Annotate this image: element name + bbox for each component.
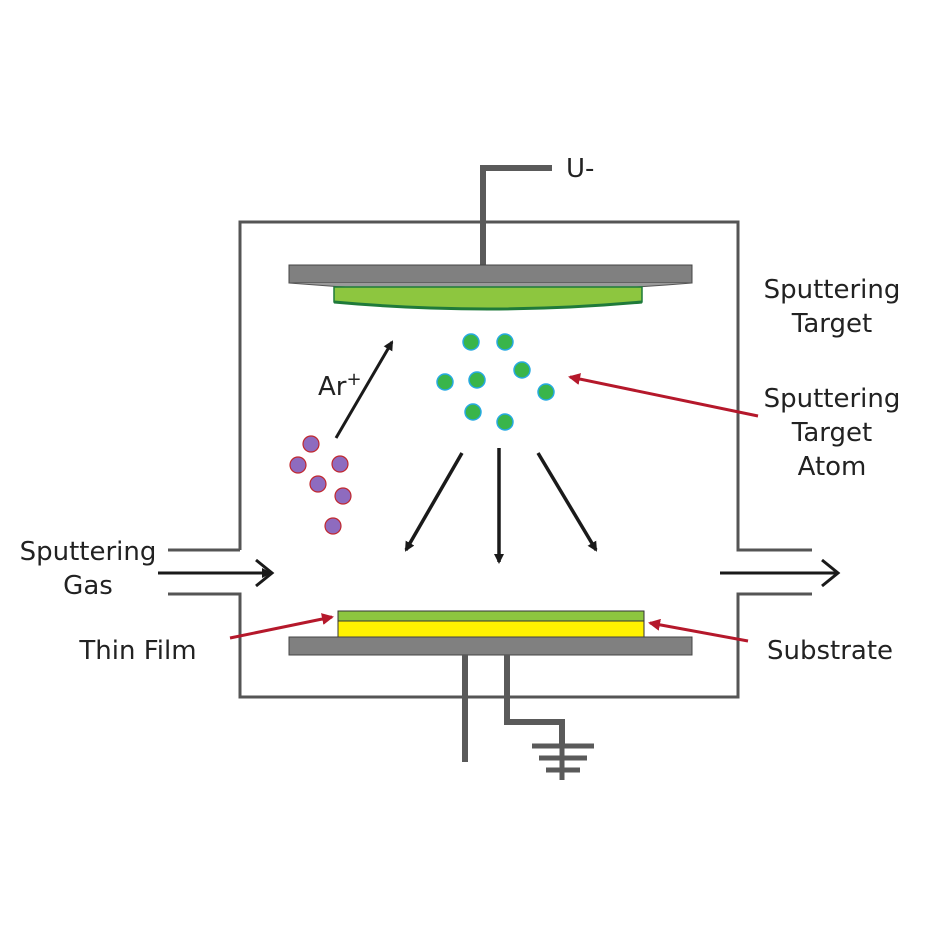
argon-ion: [324, 517, 342, 535]
anode-plate: [288, 636, 693, 656]
deposition-arrow-right: [536, 452, 598, 552]
target-atom: [464, 403, 482, 421]
sputtering-gas-label-line2: Gas: [63, 571, 113, 601]
sputtering-target-label-line1: Sputtering: [764, 275, 901, 305]
sputtering-target-edge: [333, 300, 643, 311]
target-atom-label-line1: Sputtering: [764, 384, 901, 414]
target-atom-label-line2: Target: [791, 418, 872, 448]
voltage-label: U-: [566, 154, 594, 184]
deposition-arrow-left: [404, 452, 464, 552]
substrate-label: Substrate: [767, 636, 893, 666]
sputtering-target-label-line2: Target: [791, 309, 872, 339]
argon-ion-label: Ar+: [318, 369, 362, 402]
target-atom: [496, 333, 514, 351]
argon-ion: [289, 456, 307, 474]
argon-ion: [331, 455, 349, 473]
gas-inlet-arrowhead: [255, 558, 275, 588]
argon-ion: [302, 435, 320, 453]
ion-arrow: [334, 340, 394, 439]
cathode-plate: [288, 264, 693, 284]
thin-film-pointer: [229, 613, 334, 640]
target-atom-pointer: [568, 373, 759, 418]
target-atom-label-line3: Atom: [798, 452, 867, 482]
target-atom: [537, 383, 555, 401]
anode-wire-right: [504, 655, 565, 744]
argon-ion: [309, 475, 327, 493]
argon-ion: [334, 487, 352, 505]
target-atom: [462, 333, 480, 351]
gas-outlet-arrowhead: [821, 558, 841, 588]
thin-film-label: Thin Film: [78, 636, 196, 666]
argon-ions: [289, 435, 352, 535]
cathode-wire: [480, 165, 552, 265]
substrate-pointer: [648, 618, 749, 643]
thin-film-layer: [337, 610, 645, 622]
target-atom: [496, 413, 514, 431]
target-atom: [436, 373, 454, 391]
target-atom: [513, 361, 531, 379]
sputtering-gas-label-line1: Sputtering: [20, 537, 157, 567]
substrate-layer: [337, 620, 645, 638]
ground-icon: [532, 743, 594, 780]
target-atom: [468, 371, 486, 389]
target-atoms: [436, 333, 555, 431]
